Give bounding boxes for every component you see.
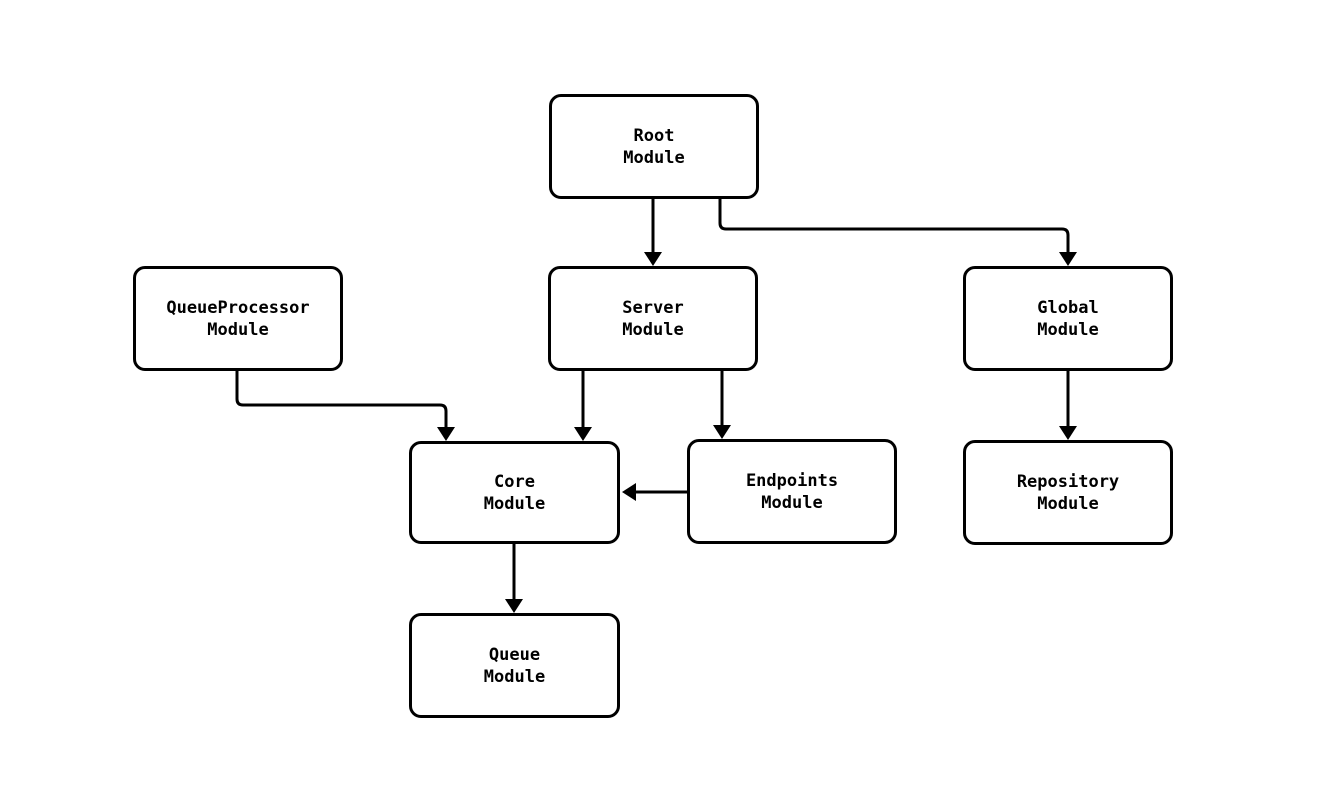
arrowhead-server-to-endpoints: [713, 425, 731, 439]
node-server-label-line1: Server: [622, 297, 684, 318]
node-queue[interactable]: Queue Module: [409, 613, 620, 718]
arrowhead-core-to-queue: [505, 599, 523, 613]
arrowhead-endpoints-to-core: [622, 483, 636, 501]
edge-paths: [235, 199, 1077, 613]
node-root[interactable]: Root Module: [549, 94, 759, 199]
edge-queueprocessor-to-core: [235, 371, 448, 427]
node-endpoints-label-line1: Endpoints: [745, 470, 839, 491]
node-global-label-line2: Module: [1037, 319, 1099, 340]
node-queueprocessor-label-line2: Module: [207, 319, 269, 340]
node-endpoints[interactable]: Endpoints Module: [687, 439, 897, 544]
node-core-label-line2: Module: [483, 493, 546, 514]
node-repository-label-line2: Module: [1037, 493, 1099, 514]
node-repository[interactable]: Repository Module: [963, 440, 1173, 545]
node-queue-label-line1: Queue: [488, 644, 541, 665]
node-server-label-line2: Module: [622, 319, 684, 340]
node-endpoints-label-line2: Module: [761, 492, 823, 513]
node-global-label-line1: Global: [1037, 297, 1099, 318]
node-queue-label-line2: Module: [483, 666, 546, 687]
arrowhead-global-to-repository: [1059, 426, 1077, 440]
node-repository-label-line1: Repository: [1016, 471, 1120, 492]
node-queueprocessor[interactable]: QueueProcessor Module: [133, 266, 343, 371]
arrowhead-root-to-server: [644, 252, 662, 266]
node-core[interactable]: Core Module: [409, 441, 620, 544]
node-global[interactable]: Global Module: [963, 266, 1173, 371]
arrowhead-server-to-core: [574, 427, 592, 441]
node-core-label-line1: Core: [494, 471, 535, 492]
arrowhead-root-to-global: [1059, 252, 1077, 266]
edge-root-to-global: [718, 199, 1070, 252]
node-queueprocessor-label-line1: QueueProcessor: [166, 297, 310, 318]
node-server[interactable]: Server Module: [548, 266, 758, 371]
node-root-label-line1: Root: [633, 125, 675, 146]
node-root-label-line2: Module: [623, 147, 685, 168]
arrowhead-queueprocessor-to-core: [437, 427, 455, 441]
